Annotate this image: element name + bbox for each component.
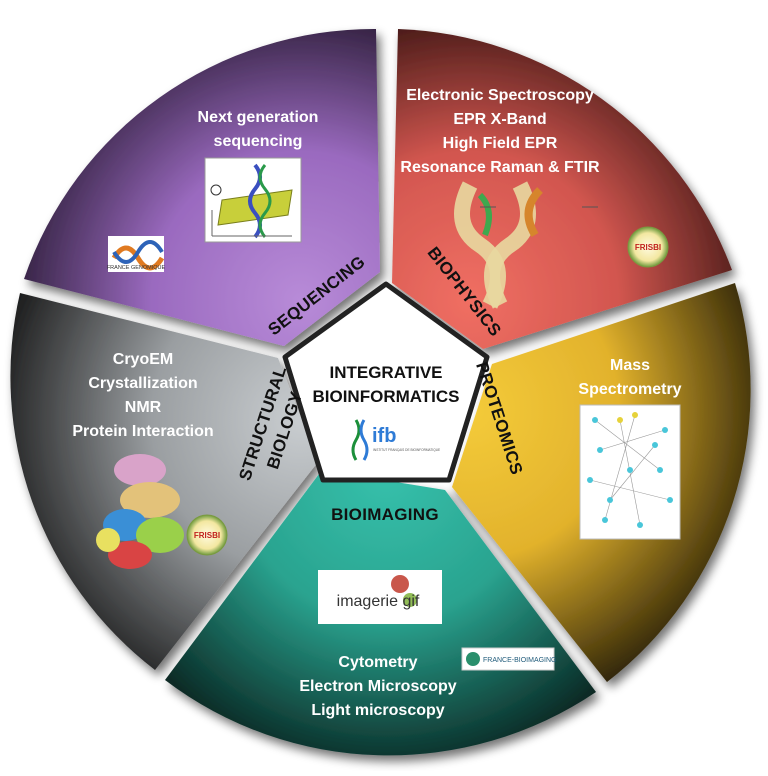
bioimaging-item-3: Light microscopy [311,702,444,719]
proteomics-item-1: Mass [610,357,650,374]
sector-structural-biology [10,293,318,670]
imagerie-gif-logo: imagerie gif [318,570,442,624]
biophysics-item-1: Electronic Spectroscopy [406,87,594,104]
biophysics-item-4: Resonance Raman & FTIR [400,159,600,176]
ifb-logo-subtext: INSTITUT FRANÇAIS DE BIOINFORMATIQUE [373,448,440,452]
proteomics-item-2: Spectrometry [578,381,681,398]
bioimaging-label: BIOIMAGING [331,505,439,524]
imagerie-gif-logo-text: imagerie gif [337,593,420,610]
structural-item-3: NMR [125,399,162,416]
center-title-line2: BIOINFORMATICS [312,387,459,406]
sequencing-item-1: Next generation [198,109,319,126]
frisbi-logo-biophysics: FRISBI [627,226,669,268]
center-pentagon: INTEGRATIVE BIOINFORMATICS ifb INSTITUT … [282,281,490,483]
bioimaging-item-1: Cytometry [338,654,417,671]
cryoem-complex-image [96,454,184,569]
sequencing-item-2: sequencing [214,133,303,150]
center-title-line1: INTEGRATIVE [329,363,442,382]
frisbi-logo-structural: FRISBI [186,514,228,556]
ifb-logo: ifb INSTITUT FRANÇAIS DE BIOINFORMATIQUE [351,419,440,461]
structural-item-1: CryoEM [113,351,173,368]
bioimaging-item-2: Electron Microscopy [299,678,456,695]
france-bioimaging-logo-text: FRANCE-BIOIMAGING [483,657,557,664]
frisbi-logo-structural-text: FRISBI [194,531,220,540]
france-genomique-logo: FRANCE GENOMIQUE [107,236,166,272]
structural-item-4: Protein Interaction [72,423,213,440]
sector-biophysics [392,29,732,349]
ifb-logo-text: ifb [372,425,396,447]
bioimaging-section: BIOIMAGING imagerie gif FRANCE-BIOIMAGIN… [299,505,556,719]
protein-network-image [579,404,681,540]
france-genomique-logo-text: FRANCE GENOMIQUE [107,265,166,271]
nanopore-sequencing-image [204,157,302,243]
frisbi-logo-biophysics-text: FRISBI [635,243,661,252]
structural-item-2: Crystallization [88,375,197,392]
biophysics-item-3: High Field EPR [443,135,558,152]
protein-structure-image [454,181,598,309]
france-bioimaging-logo: FRANCE-BIOIMAGING [461,647,557,671]
biophysics-item-2: EPR X-Band [453,111,546,128]
